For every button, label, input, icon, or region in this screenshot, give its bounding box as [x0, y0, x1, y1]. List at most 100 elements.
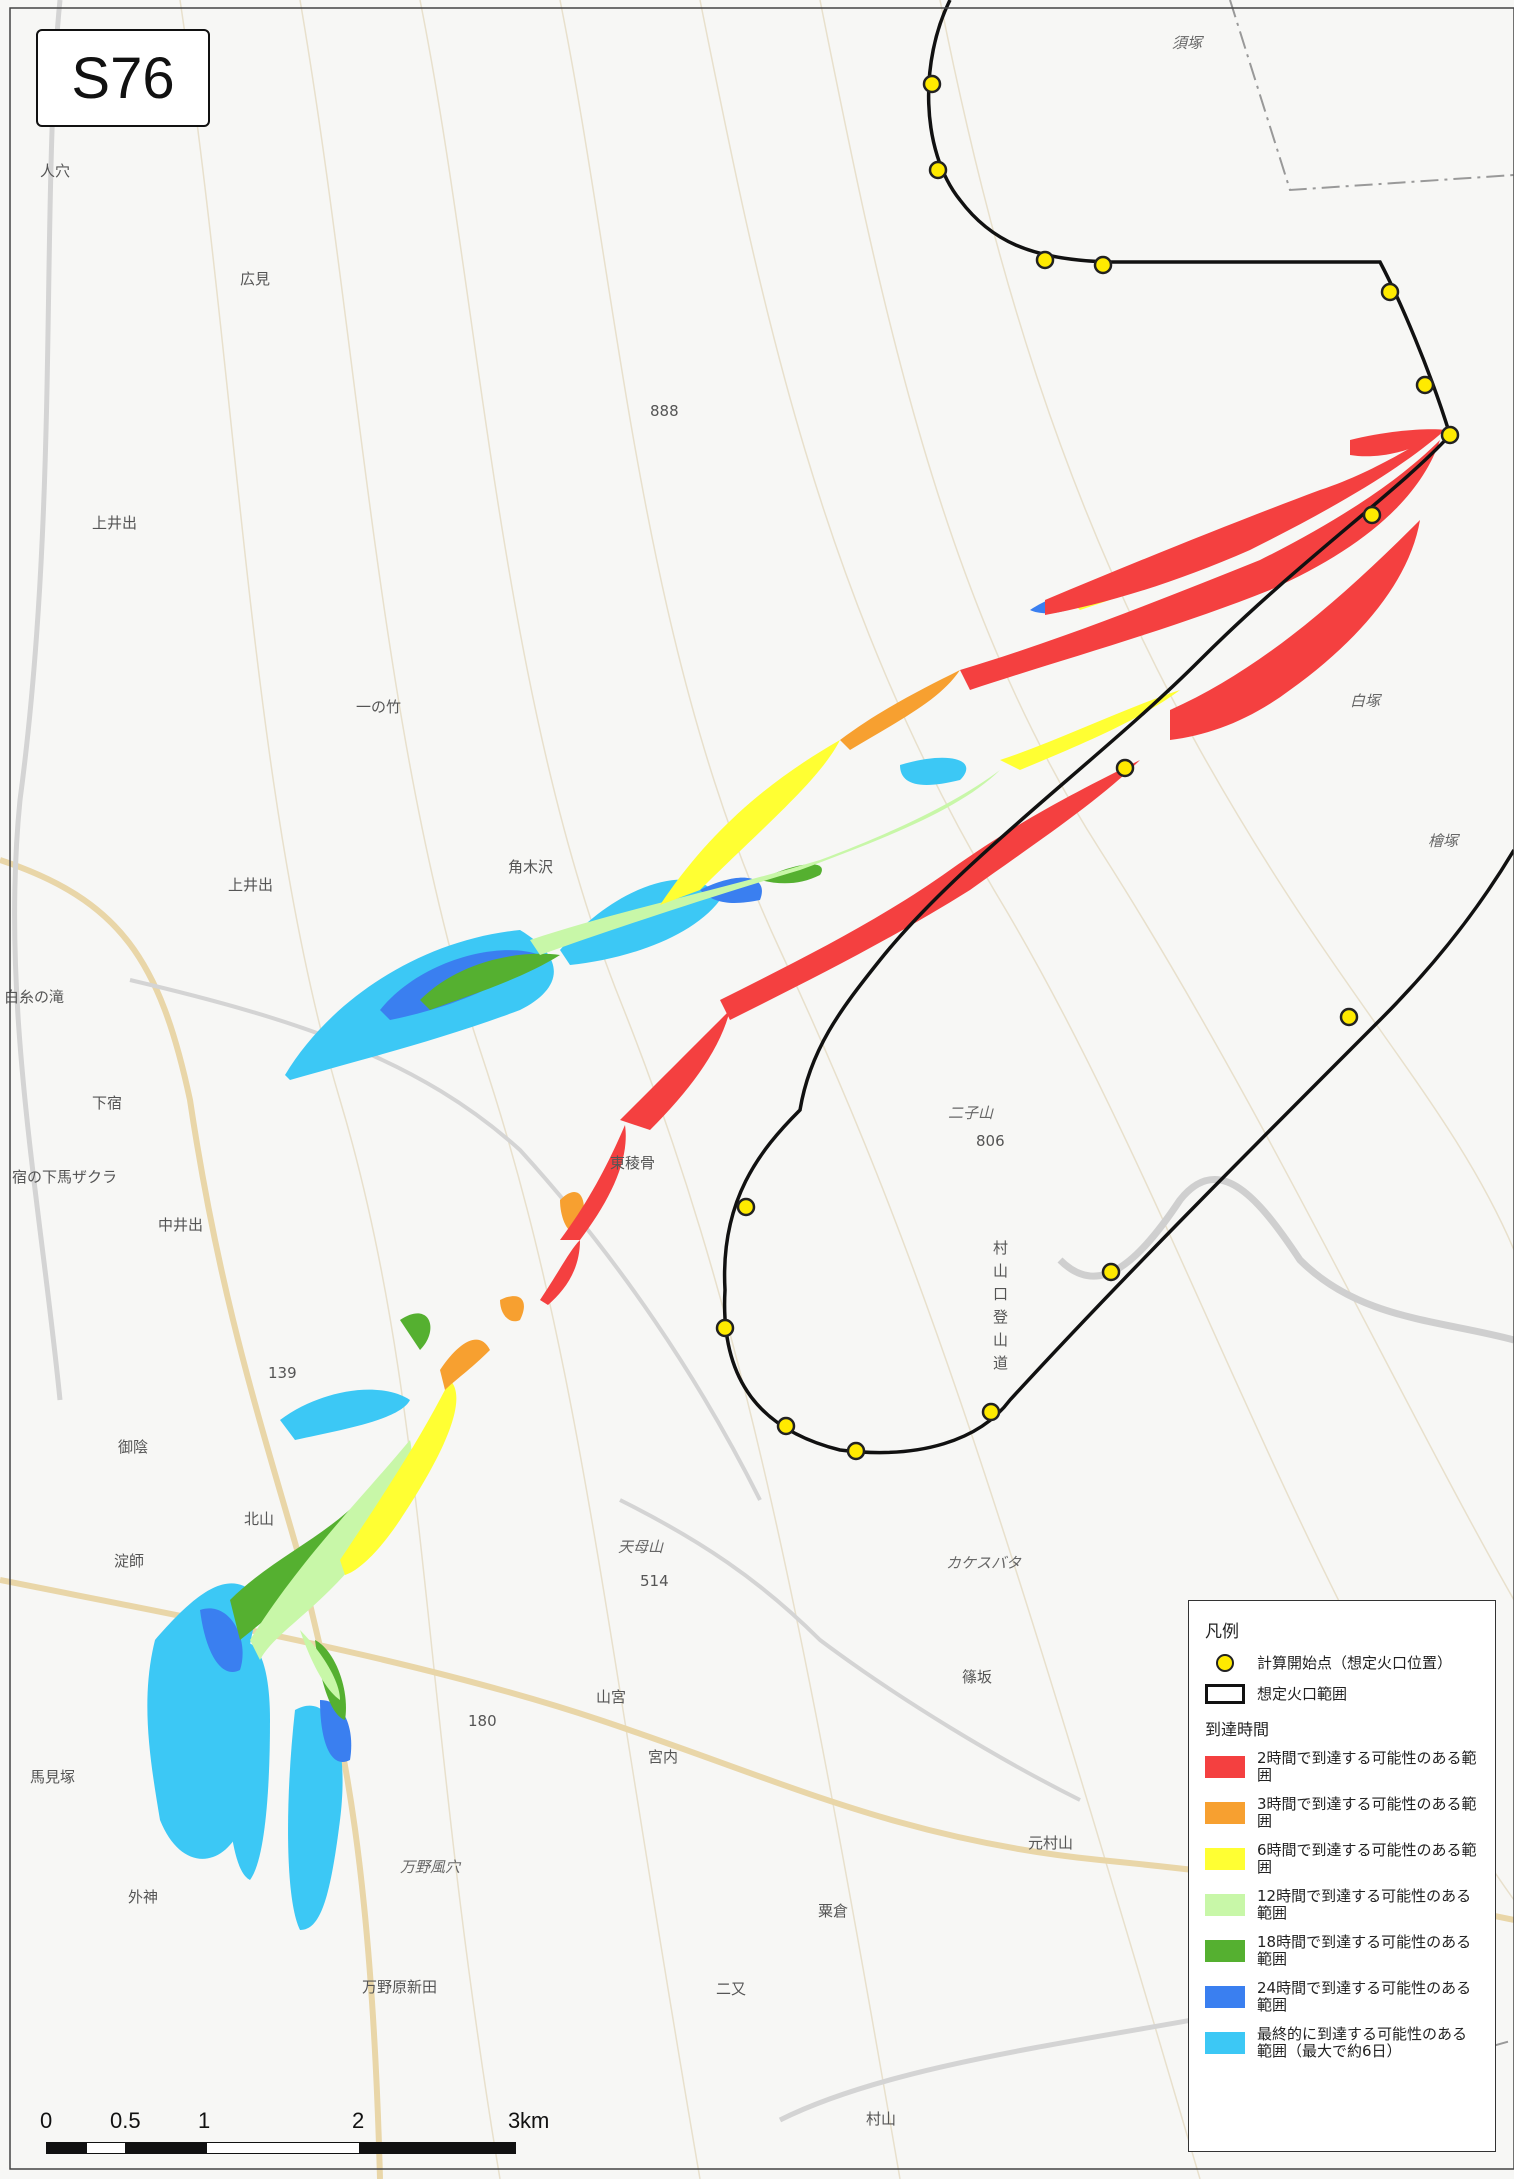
- swatch-6h: [1205, 1848, 1245, 1870]
- crater-range-icon: [1205, 1684, 1245, 1704]
- start-point: [928, 160, 948, 180]
- place-label: 中井出: [158, 1216, 203, 1234]
- contour-lines: [179, 0, 1514, 2179]
- start-point: [1093, 255, 1113, 275]
- crater-range-outline: [722, 0, 1514, 1455]
- place-label: 檜塚: [1428, 832, 1461, 850]
- swatch-12h: [1205, 1894, 1245, 1916]
- scale-segment: [126, 2142, 206, 2154]
- start-point: [846, 1441, 866, 1461]
- legend-row-3h: 3時間で到達する可能性のある範囲: [1205, 1796, 1481, 1830]
- swatch-2h: [1205, 1756, 1245, 1778]
- start-point: [1339, 1007, 1359, 1027]
- legend-row-6h: 6時間で到達する可能性のある範囲: [1205, 1842, 1481, 1876]
- scale-segment: [86, 2142, 126, 2154]
- place-label: 角木沢: [508, 858, 553, 876]
- scale-tick: 0.5: [110, 2108, 141, 2133]
- route-label: 180: [468, 1712, 497, 1730]
- legend-row-2h: 2時間で到達する可能性のある範囲: [1205, 1750, 1481, 1784]
- start-point: [1101, 1262, 1121, 1282]
- place-label: 御陰: [118, 1438, 148, 1456]
- place-label: 宮内: [648, 1748, 678, 1766]
- place-label: 万野原新田: [362, 1978, 437, 1996]
- place-label: 粟倉: [818, 1902, 848, 1920]
- place-label: 宿の下馬ザクラ: [12, 1168, 117, 1186]
- place-label: 元村山: [1028, 1834, 1073, 1852]
- place-label: 人穴: [40, 162, 70, 180]
- trail-label: 村山口登山道: [991, 1240, 1009, 1378]
- place-label: 上井出: [228, 876, 273, 894]
- start-point: [776, 1416, 796, 1436]
- zone-3h: [440, 670, 960, 1390]
- start-point: [922, 74, 942, 94]
- zone-12h: [250, 770, 1000, 1700]
- place-label: 白糸の滝: [4, 988, 64, 1006]
- place-label: 二又: [716, 1980, 746, 1998]
- scale-unit: km: [520, 2108, 550, 2133]
- legend-row-24h: 24時間で到達する可能性のある範囲: [1205, 1980, 1481, 2014]
- place-label: 万野風穴: [400, 1858, 462, 1876]
- start-point: [981, 1402, 1001, 1422]
- start-points: [715, 74, 1460, 1461]
- place-label: 山宮: [596, 1688, 626, 1706]
- legend-label: 想定火口範囲: [1257, 1684, 1348, 1703]
- route-label: 139: [268, 1364, 297, 1382]
- start-point: [1440, 425, 1460, 445]
- place-label: 一の竹: [356, 698, 401, 716]
- legend-title: 凡例: [1205, 1622, 1239, 1642]
- place-label: 広見: [240, 270, 270, 288]
- map-frame: [9, 7, 1514, 2170]
- legend-label: 12時間で到達する可能性のある範囲: [1257, 1887, 1472, 1922]
- elevation-label: 888: [650, 402, 679, 420]
- scale-segment: [206, 2142, 360, 2154]
- zone-2h: [540, 429, 1445, 1305]
- legend-label: 3時間で到達する可能性のある範囲: [1257, 1795, 1477, 1830]
- scale-bar: 0 0.5 1 2 3 km: [40, 2108, 560, 2168]
- place-label: 篠坂: [962, 1668, 992, 1686]
- place-label: 村山: [866, 2110, 896, 2128]
- place-label: 外神: [128, 1888, 158, 1906]
- place-label: 須塚: [1172, 34, 1205, 52]
- sheet-id-box: S76: [36, 29, 210, 127]
- place-labels: 人穴 広見 上井出 一の竹 上井出 角木沢 白糸の滝 下宿 宿の下馬ザクラ 中井…: [4, 34, 1461, 2128]
- start-point: [736, 1197, 756, 1217]
- start-point: [1415, 375, 1435, 395]
- scale-segment: [360, 2142, 516, 2154]
- legend-label: 6時間で到達する可能性のある範囲: [1257, 1841, 1477, 1876]
- swatch-3h: [1205, 1802, 1245, 1824]
- start-point: [1115, 758, 1135, 778]
- legend-label: 計算開始点（想定火口位置）: [1257, 1653, 1453, 1672]
- legend-row-12h: 12時間で到達する可能性のある範囲: [1205, 1888, 1481, 1922]
- place-label: 北山: [244, 1510, 274, 1528]
- legend-arrival-header: 到達時間: [1205, 1720, 1270, 1739]
- legend-label: 24時間で到達する可能性のある範囲: [1257, 1979, 1472, 2014]
- legend-label: 18時間で到達する可能性のある範囲: [1257, 1933, 1472, 1968]
- elevation-label: 514: [640, 1572, 669, 1590]
- start-point: [1035, 250, 1055, 270]
- scale-tick: 0: [40, 2108, 53, 2133]
- place-label: カケスバタ: [946, 1554, 1022, 1572]
- place-label: 白塚: [1350, 692, 1383, 710]
- sheet-id: S76: [71, 45, 175, 111]
- swatch-24h: [1205, 1986, 1245, 2008]
- place-label: 天母山: [618, 1538, 664, 1556]
- scale-tick: 2: [352, 2108, 365, 2133]
- lava-flow-zones: [147, 429, 1445, 1930]
- scale-tick: 1: [198, 2108, 211, 2133]
- legend-row-18h: 18時間で到達する可能性のある範囲: [1205, 1934, 1481, 1968]
- legend-row-final: 最終的に到達する可能性のある範囲（最大で約6日）: [1205, 2026, 1481, 2060]
- place-label: 淀師: [114, 1552, 144, 1570]
- swatch-18h: [1205, 1940, 1245, 1962]
- legend-row-crater: 想定火口範囲: [1205, 1684, 1481, 1704]
- start-point: [1380, 282, 1400, 302]
- place-label: 下宿: [92, 1094, 122, 1112]
- place-label: 馬見塚: [30, 1768, 75, 1786]
- start-point-icon: [1216, 1654, 1234, 1672]
- start-point: [715, 1318, 735, 1338]
- legend: 凡例 計算開始点（想定火口位置） 想定火口範囲 到達時間 2時間で到達する可能性…: [1188, 1600, 1496, 2152]
- elevation-label: 806: [976, 1132, 1005, 1150]
- swatch-final: [1205, 2032, 1245, 2054]
- legend-label: 最終的に到達する可能性のある範囲（最大で約6日）: [1257, 2025, 1468, 2060]
